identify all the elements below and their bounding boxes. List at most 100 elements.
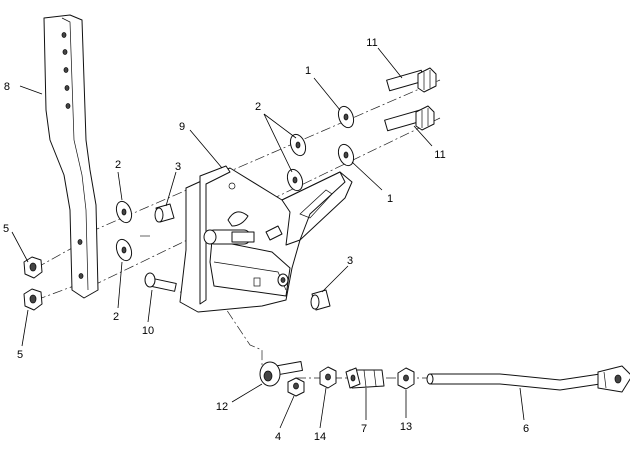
rod-clevis-edge <box>603 371 607 389</box>
nut-rod-left-hole <box>325 373 331 381</box>
arm-hole-4 <box>64 85 70 91</box>
arm-part <box>43 14 99 299</box>
callout-washer-arm-lower: 2 <box>113 311 119 323</box>
washer-upper-right-hole <box>343 113 349 121</box>
nut-rod-right-part <box>397 367 415 390</box>
phantom-line-upper <box>89 79 441 233</box>
bushing-right-face <box>310 294 320 310</box>
leader-3-right <box>321 265 349 293</box>
leader-6 <box>519 387 525 421</box>
callout-washer-lower-right: 1 <box>387 193 393 205</box>
callout-nut-upper-left: 5 <box>3 223 9 235</box>
bolt-lower-head <box>415 105 435 131</box>
leader-9 <box>189 129 223 169</box>
washers-bracket-part <box>286 133 307 192</box>
arm-hole-3 <box>63 67 69 73</box>
callout-bracket: 9 <box>179 121 185 133</box>
leader-3-left <box>165 171 177 207</box>
callout-bushing-left: 3 <box>175 161 181 173</box>
nut-ball-joint-part <box>287 377 305 397</box>
bolt-upper-part <box>386 67 437 93</box>
bracket-hole-top <box>228 182 236 190</box>
leader-2-bracket-a <box>263 113 297 139</box>
callout-ball-joint: 12 <box>216 401 228 413</box>
callout-bolt-small: 10 <box>142 325 154 337</box>
rod-part <box>426 365 630 393</box>
callout-bushing-right: 3 <box>347 255 353 267</box>
bracket-gusset-slot <box>299 189 333 219</box>
coupler-part <box>345 367 385 389</box>
leader-11-lower <box>413 125 433 147</box>
rod-clevis-hole <box>614 374 622 384</box>
leader-5-upper <box>11 231 29 263</box>
leader-2-arm-lower <box>117 261 123 309</box>
bolt-lower-head-facets <box>421 108 429 128</box>
leader-1-lower <box>351 161 383 191</box>
bushing-left-part <box>154 203 175 223</box>
rod-end-thread <box>426 373 434 385</box>
washer-lower-right-part <box>337 143 355 167</box>
nut-rod-left-part <box>319 366 337 389</box>
washer-bracket-lower-hole <box>292 176 298 184</box>
callout-washer-arm-upper: 2 <box>115 159 121 171</box>
callout-nut-lower-left: 5 <box>17 349 23 361</box>
bushing-left-face <box>154 207 164 223</box>
callout-washer-upper-right: 1 <box>305 65 311 77</box>
arm-edge <box>61 17 89 291</box>
nut-lower-left-hole <box>29 294 37 304</box>
bracket-window <box>227 211 249 227</box>
bolt-lower-part <box>384 105 435 132</box>
rod-clevis <box>597 365 630 393</box>
coupler-flats <box>363 369 377 388</box>
callouts: 8 9 11 11 1 1 2 2 2 3 3 5 5 10 12 4 14 7… <box>3 37 529 443</box>
nut-rod-right-hole <box>403 374 409 382</box>
washer-lower-right-hole <box>343 151 349 159</box>
leader-2-bracket-b <box>263 113 293 173</box>
callout-rod: 6 <box>523 423 529 435</box>
coupler-hole <box>350 374 356 382</box>
bolt-upper-head <box>417 67 437 93</box>
leader-2-arm-upper <box>117 171 123 201</box>
nut-upper-left-hole <box>29 262 37 272</box>
washer-arm-upper-part <box>115 200 133 224</box>
leader-14 <box>319 387 327 429</box>
bracket-pivot-collar <box>231 231 255 243</box>
nut-upper-left-part <box>23 256 43 279</box>
washer-bracket-upper-hole <box>295 141 301 149</box>
callout-arm: 8 <box>4 81 10 93</box>
washer-arm-lower-part <box>115 238 133 262</box>
leader-4 <box>279 395 295 429</box>
nut-ball-joint-hole <box>293 382 299 390</box>
ball-joint-part <box>259 361 303 387</box>
arm-body <box>43 14 99 299</box>
arm-hole-1 <box>61 32 67 38</box>
phantom-line-nut-lower <box>35 279 91 301</box>
bracket-tab-slot <box>253 277 261 287</box>
callout-nut-ball-joint: 4 <box>275 431 281 443</box>
leader-1-upper <box>313 77 341 111</box>
callout-bolt-lower: 11 <box>434 149 445 161</box>
washer-arm-upper-hole <box>121 208 127 216</box>
bracket-tab-hole <box>265 225 283 241</box>
washer-upper-right-part <box>337 105 355 129</box>
leader-5-lower <box>21 309 29 347</box>
bracket-part <box>179 165 353 313</box>
leader-12 <box>231 383 263 403</box>
ball-joint-socket <box>263 370 273 382</box>
washer-arm-lower-hole <box>121 246 127 254</box>
bracket-boss-hole <box>280 277 286 283</box>
bolt-upper-head-facets <box>423 70 431 90</box>
rod-shaft <box>429 373 601 391</box>
callout-bolt-upper: 11 <box>366 37 377 49</box>
arm-hole-7 <box>78 273 84 279</box>
bracket-tab <box>209 239 291 297</box>
leader-11-upper <box>377 47 403 79</box>
bracket-pivot-end <box>203 229 217 245</box>
arm-hole-6 <box>77 239 83 245</box>
bolt-small-head <box>144 272 156 288</box>
callout-nut-rod-right: 13 <box>400 421 412 433</box>
callout-nut-rod-left: 14 <box>314 431 326 443</box>
callout-coupler: 7 <box>361 423 367 435</box>
